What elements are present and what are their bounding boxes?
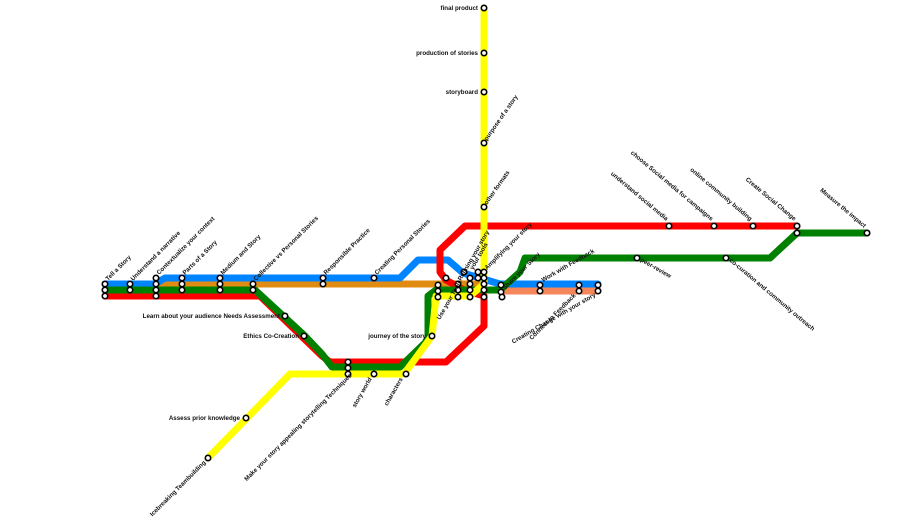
- station-label-journey-of-the-story: journey of the story: [367, 333, 426, 340]
- station-your-tools[interactable]: [466, 293, 474, 301]
- station-work-with-feedback[interactable]: [536, 281, 544, 289]
- station-storyboard[interactable]: [480, 88, 488, 96]
- station-amplifying-your-story[interactable]: [480, 280, 488, 288]
- station-label-characters: characters: [383, 376, 405, 407]
- station-contextualize-your-context[interactable]: [152, 280, 160, 288]
- station-use-your-tools[interactable]: [434, 293, 442, 301]
- station-refining-your-story[interactable]: [454, 293, 462, 301]
- station-contextualize-your-context[interactable]: [152, 274, 160, 282]
- station-share-your-story[interactable]: [497, 281, 505, 289]
- station-online-community-building[interactable]: [749, 222, 757, 230]
- station-label-responsible-practice: Responsible Practice: [322, 227, 372, 277]
- station-tell-a-story[interactable]: [101, 292, 109, 300]
- station-measure-the-impact[interactable]: [863, 229, 871, 237]
- station-story-world[interactable]: [344, 358, 352, 366]
- station-choose-social-media[interactable]: [710, 222, 718, 230]
- station-your-tools[interactable]: [466, 274, 474, 282]
- station-label-measure-the-impact: Measure the impact: [818, 187, 867, 230]
- station-production-of-stories[interactable]: [480, 49, 488, 57]
- station-purpose-of-a-story[interactable]: [480, 139, 488, 147]
- station-label-creating-change: Creating Change with your story: [511, 291, 598, 345]
- station-label-storyboard: storyboard: [446, 89, 479, 96]
- station-journey-of-the-story[interactable]: [428, 332, 436, 340]
- station-your-tools[interactable]: [460, 268, 468, 276]
- station-share-your-story[interactable]: [498, 293, 506, 301]
- station-creating-personal-stories[interactable]: [370, 274, 378, 282]
- station-tell-a-story[interactable]: [101, 280, 109, 288]
- station-label-production-of-stories: production of stories: [416, 50, 478, 57]
- station-peer-review[interactable]: [633, 254, 641, 262]
- station-label-learn-about-audience: Learn about your audience Needs Assessme…: [143, 313, 280, 320]
- station-amplifying-your-story[interactable]: [474, 274, 482, 282]
- station-parts-of-a-story[interactable]: [178, 280, 186, 288]
- station-connect-to-feedback[interactable]: [575, 287, 583, 295]
- station-understand-social-media[interactable]: [665, 222, 673, 230]
- station-collective-vs-personal-stories[interactable]: [249, 286, 257, 294]
- station-medium-and-story[interactable]: [216, 280, 224, 288]
- station-ethics-co-creation[interactable]: [300, 332, 308, 340]
- station-work-with-feedback[interactable]: [536, 287, 544, 295]
- station-label-choose-social-media: choose Social media for campaigns: [629, 150, 715, 223]
- station-contextualize-your-context[interactable]: [152, 286, 160, 294]
- station-your-tools[interactable]: [466, 280, 474, 288]
- station-label-final-product: final product: [441, 5, 478, 12]
- station-label-collective-vs-personal-stories: Collective vs Personal Stories: [252, 215, 320, 283]
- station-responsible-practice[interactable]: [319, 280, 327, 288]
- station-creating-change[interactable]: [594, 287, 602, 295]
- station-label-purpose-of-a-story: purpose of a story: [483, 93, 520, 142]
- station-contextualize-your-context[interactable]: [152, 292, 160, 300]
- station-create-social-change[interactable]: [793, 222, 801, 230]
- station-understand-a-narrative[interactable]: [126, 286, 134, 294]
- station-medium-and-story[interactable]: [216, 286, 224, 294]
- station-medium-and-story[interactable]: [216, 274, 224, 282]
- station-icebreaking-teambuilding[interactable]: [204, 454, 212, 462]
- station-tell-a-story[interactable]: [101, 286, 109, 294]
- station-other-formats[interactable]: [480, 203, 488, 211]
- station-learn-about-audience[interactable]: [281, 312, 289, 320]
- station-label-creating-personal-stories: Creating Personal Stories: [373, 218, 432, 277]
- station-use-your-tools[interactable]: [434, 287, 442, 295]
- station-label-icebreaking-teambuilding: Icebreaking Teambuilding: [149, 459, 208, 518]
- station-label-ethics-co-creation: Ethics Co-Creation: [243, 333, 299, 340]
- station-label-medium-and-story: Medium and Story: [219, 233, 262, 276]
- station-amplifying-your-story[interactable]: [480, 293, 488, 301]
- station-story-world[interactable]: [344, 370, 352, 378]
- station-story-world[interactable]: [344, 364, 352, 372]
- station-story-world[interactable]: [370, 370, 378, 378]
- station-use-your-tools[interactable]: [434, 281, 442, 289]
- station-label-online-community-building: online community building: [688, 167, 753, 223]
- station-label-story-world: story world: [351, 376, 374, 409]
- station-your-tools[interactable]: [466, 286, 474, 294]
- station-create-social-change[interactable]: [793, 229, 801, 237]
- station-final-product[interactable]: [480, 4, 488, 12]
- stations: [101, 4, 871, 462]
- station-understand-a-narrative[interactable]: [126, 280, 134, 288]
- station-label-make-your-story-appealing: Make your story appealing storytelling T…: [243, 372, 354, 483]
- station-label-work-with-feedback: Work with Feedback: [541, 248, 597, 284]
- station-label-assess-prior-knowledge: Assess prior knowledge: [169, 415, 241, 422]
- station-connect-to-feedback[interactable]: [575, 281, 583, 289]
- station-label-co-curation: co-curation and community outreach: [728, 257, 816, 333]
- station-co-curation[interactable]: [722, 254, 730, 262]
- yellow-line: [204, 4, 488, 462]
- station-creating-change[interactable]: [594, 281, 602, 289]
- station-amplifying-your-story[interactable]: [480, 274, 488, 282]
- station-responsible-practice[interactable]: [319, 274, 327, 282]
- station-assess-prior-knowledge[interactable]: [242, 414, 250, 422]
- station-parts-of-a-story[interactable]: [178, 286, 186, 294]
- station-use-your-tools[interactable]: [442, 274, 450, 282]
- station-collective-vs-personal-stories[interactable]: [249, 280, 257, 288]
- green-line: [101, 229, 871, 371]
- station-refining-your-story[interactable]: [454, 286, 462, 294]
- station-amplifying-your-story[interactable]: [474, 268, 482, 276]
- station-amplifying-your-story[interactable]: [480, 286, 488, 294]
- station-characters[interactable]: [402, 370, 410, 378]
- station-parts-of-a-story[interactable]: [178, 274, 186, 282]
